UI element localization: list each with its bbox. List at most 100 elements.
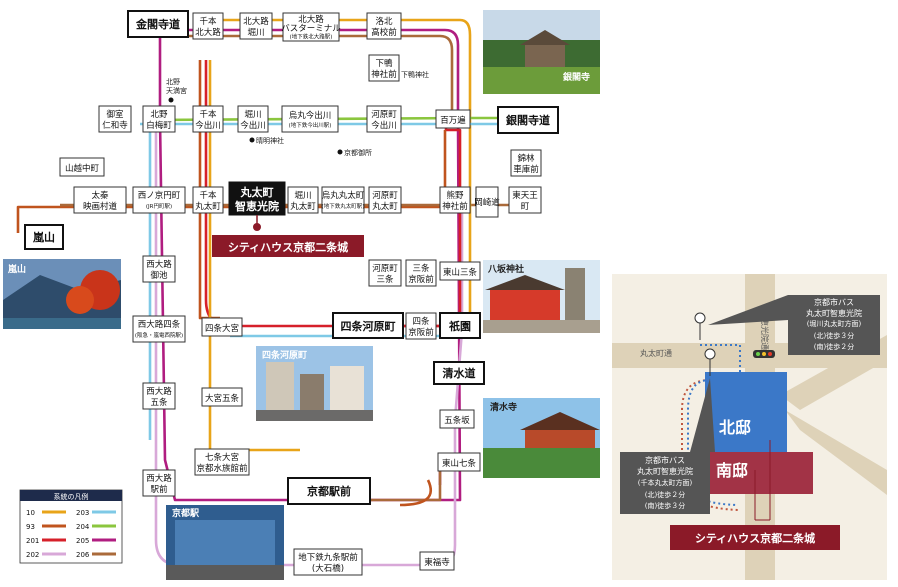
svg-text:京都御所: 京都御所 (344, 148, 372, 157)
svg-text:千本: 千本 (199, 16, 217, 27)
stop-yamagoe[interactable]: 山越中町 (59, 157, 105, 177)
svg-text:祇園: 祇園 (448, 319, 471, 333)
inset-map: 智恵光院通 丸太町通 北邸 南邸 京都市バス 丸太町智恵光院 (堀川丸太町方面)… (612, 274, 887, 580)
stop-shijo-omiya[interactable]: 四条大宮 (201, 317, 243, 337)
svg-text:智恵光院: 智恵光院 (235, 199, 279, 213)
route-205-s (438, 468, 460, 485)
svg-text:(大石橋): (大石橋) (312, 563, 344, 574)
stop-karasuma-marutamachi[interactable]: 烏丸丸太町 (地下鉄丸太町駅) (321, 186, 365, 214)
stop-kinkakuji[interactable]: 金閣寺道 (127, 10, 189, 38)
svg-text:丸太町智恵光院: 丸太町智恵光院 (637, 466, 693, 476)
svg-text:清水寺: 清水寺 (490, 401, 517, 413)
stop-nishinokyo[interactable]: 西ノ京円町 (JR円町駅) (132, 186, 186, 214)
svg-text:錦林: 錦林 (517, 153, 535, 164)
svg-text:天満宮: 天満宮 (166, 86, 187, 95)
stop-kyoto-station[interactable]: 京都駅前 (287, 477, 371, 505)
svg-text:金閣寺道: 金閣寺道 (135, 17, 180, 31)
svg-text:車庫前: 車庫前 (513, 164, 539, 175)
photo-kyoto-station: 京都駅 (166, 505, 284, 580)
legend-route-number: 93 (26, 523, 35, 531)
stop-kujo[interactable]: 地下鉄九条駅前(大石橋) (293, 548, 363, 576)
svg-text:(地下鉄今出川駅): (地下鉄今出川駅) (289, 121, 332, 129)
north-residence (705, 372, 787, 452)
stop-arashiyama[interactable]: 嵐山 (24, 224, 64, 250)
stop-higashiyama-shichijo[interactable]: 東山七条 (437, 452, 481, 472)
svg-text:岡崎道: 岡崎道 (474, 197, 500, 208)
svg-text:五条: 五条 (150, 397, 168, 408)
stop-kitaoji-bt[interactable]: 北大路 バスターミナル (地下鉄北大路駅) (281, 12, 341, 42)
svg-text:(南)徒歩３分: (南)徒歩３分 (645, 501, 685, 510)
property-marker: シティハウス京都二条城 (212, 215, 364, 257)
svg-text:(堀川丸太町方面): (堀川丸太町方面) (807, 319, 862, 328)
legend-route-number: 201 (26, 537, 39, 545)
stop-karasuma-imadegawa[interactable]: 烏丸今出川 (地下鉄今出川駅) (281, 105, 339, 133)
svg-text:神社前: 神社前 (442, 201, 468, 212)
svg-text:高校前: 高校前 (371, 27, 397, 38)
stop-gion[interactable]: 祇園 (439, 312, 481, 339)
svg-text:丸太町: 丸太町 (240, 185, 274, 199)
svg-text:京都駅前: 京都駅前 (307, 484, 351, 498)
stop-tofukuji[interactable]: 東福寺 (419, 551, 455, 571)
svg-text:堀川: 堀川 (244, 110, 261, 120)
svg-text:西ノ京円町: 西ノ京円町 (138, 190, 181, 201)
svg-text:山越中町: 山越中町 (65, 163, 100, 174)
svg-text:智恵光院通: 智恵光院通 (760, 310, 770, 350)
traffic-signal-icon (753, 350, 775, 358)
svg-text:神社前: 神社前 (371, 69, 397, 80)
svg-text:町: 町 (521, 202, 530, 212)
svg-text:四条河原町: 四条河原町 (341, 319, 396, 333)
stop-gojozaka[interactable]: 五条坂 (439, 409, 475, 429)
route-10-w (208, 60, 300, 452)
stop-shijo-kawaramachi[interactable]: 四条河原町 (332, 312, 404, 339)
svg-text:南邸: 南邸 (716, 461, 748, 480)
svg-text:(千本丸太町方面): (千本丸太町方面) (638, 478, 693, 487)
svg-text:太秦: 太秦 (91, 190, 109, 201)
svg-text:(北)徒歩３分: (北)徒歩３分 (814, 331, 854, 340)
svg-text:シティハウス京都二条城: シティハウス京都二条城 (695, 531, 815, 545)
svg-text:丸太町: 丸太町 (372, 201, 398, 212)
svg-text:烏丸丸太町: 烏丸丸太町 (322, 190, 365, 201)
stop-kiyomizu[interactable]: 清水道 (433, 361, 485, 385)
svg-text:東山三条: 東山三条 (443, 267, 478, 278)
stop-higashiyama-sanjo[interactable]: 東山三条 (439, 261, 481, 281)
stop-omiya-gojo[interactable]: 大宮五条 (201, 387, 243, 407)
stop-marutamachi-chiekoin[interactable]: 丸太町 智恵光院 (228, 181, 286, 216)
stop-horikawa-marutamachi[interactable]: 堀川丸太町 (287, 186, 319, 214)
svg-text:西大路: 西大路 (146, 259, 172, 270)
stop-senbon-marutamachi[interactable]: 千本丸太町 (192, 186, 224, 214)
svg-text:五条坂: 五条坂 (444, 415, 470, 426)
stop-okazakimichi[interactable]: 岡崎道 (474, 186, 500, 218)
photo-arashiyama: 嵐山 (3, 259, 121, 329)
stop-nishioji-shijo[interactable]: 西大路四条 (阪急・嵐電西院駅) (132, 315, 186, 343)
svg-text:京阪前: 京阪前 (408, 274, 434, 285)
svg-text:東山七条: 東山七条 (442, 458, 477, 469)
svg-text:東福寺: 東福寺 (424, 557, 450, 568)
svg-text:下鴨神社: 下鴨神社 (401, 70, 429, 79)
stop-ginkakuji[interactable]: 銀閣寺道 (497, 106, 559, 134)
stop-hyakumanben[interactable]: 百万遍 (435, 109, 471, 129)
svg-text:京都市バス: 京都市バス (645, 455, 685, 465)
svg-text:地下鉄九条駅前: 地下鉄九条駅前 (298, 552, 358, 563)
